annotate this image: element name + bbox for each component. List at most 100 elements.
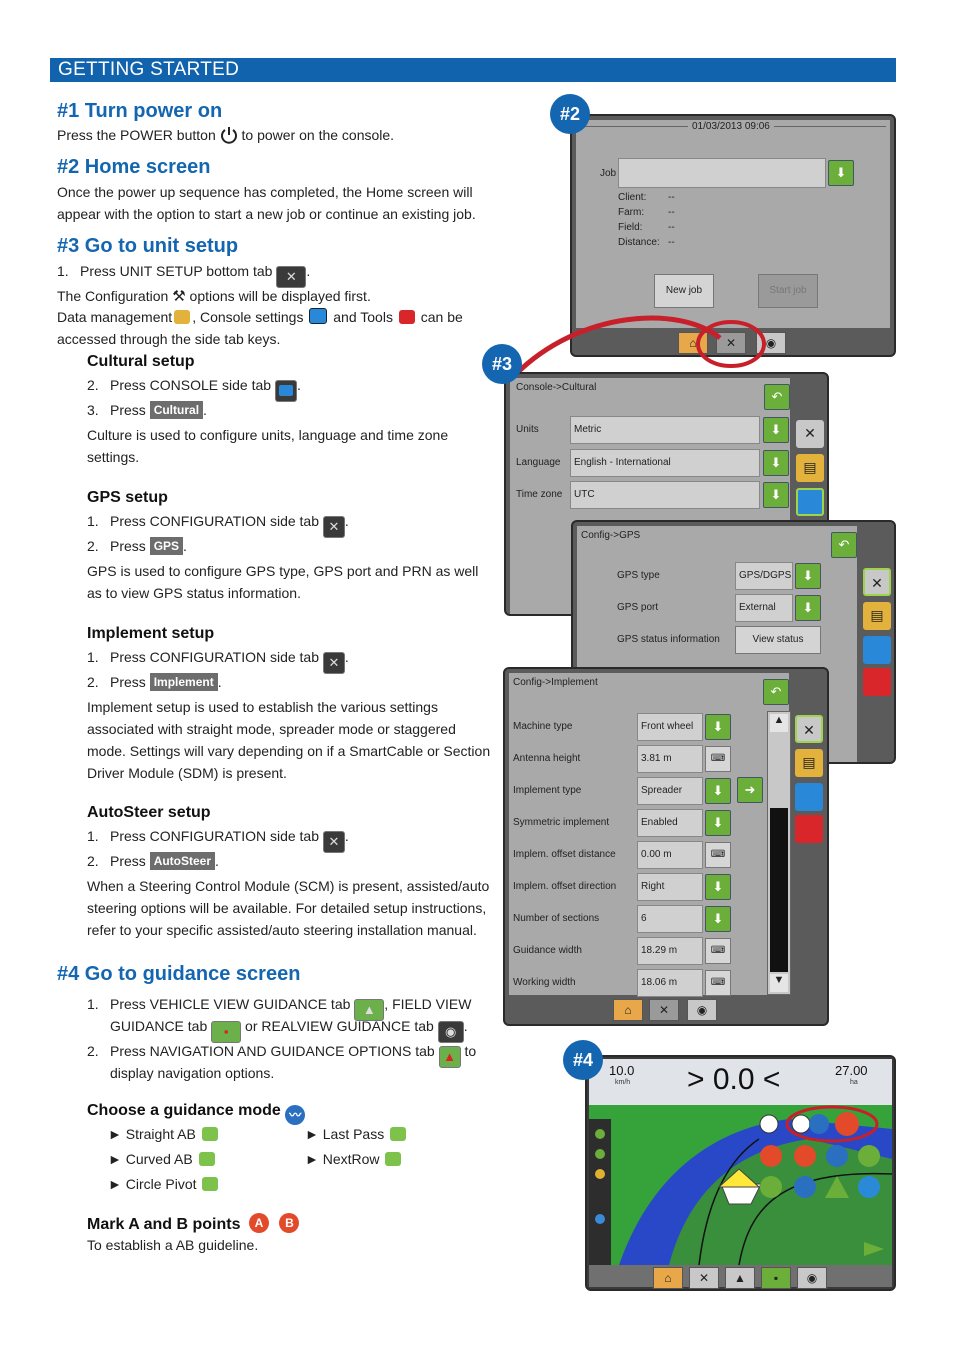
scroll-thumb[interactable] (770, 808, 788, 972)
impl-row-label: Antenna height (513, 753, 581, 764)
impl-row-value[interactable]: 3.81 m (637, 745, 703, 773)
gps-port-dropdown[interactable]: ⬇ (795, 595, 821, 621)
realview-tab[interactable]: ◉ (797, 1267, 827, 1289)
field-label: Field: (618, 222, 643, 233)
language-dropdown[interactable]: ⬇ (763, 450, 789, 476)
back-button[interactable]: ↶ (764, 384, 790, 410)
start-job-button[interactable]: Start job (758, 274, 818, 308)
units-dropdown[interactable]: ⬇ (763, 417, 789, 443)
scroll-down-button[interactable]: ▼ (770, 974, 788, 992)
dropdown-button[interactable]: ⬇ (705, 714, 731, 740)
realview-icon: ◉ (437, 1021, 464, 1043)
timezone-field[interactable]: UTC (570, 481, 760, 509)
mark-b-icon: B (279, 1213, 300, 1233)
units-field[interactable]: Metric (570, 416, 760, 444)
gps-title: GPS setup (87, 489, 168, 506)
timezone-dropdown[interactable]: ⬇ (763, 482, 789, 508)
job-dropdown-button[interactable]: ⬇ (828, 160, 854, 186)
back-button[interactable]: ↶ (831, 532, 857, 558)
gps-port-field[interactable]: External (735, 594, 793, 622)
implement-type-next[interactable]: ➜ (737, 777, 763, 803)
view-status-button[interactable]: View status (735, 626, 821, 654)
impl-row-value[interactable]: Enabled (637, 809, 703, 837)
unit-setup-tab[interactable]: ✕ (649, 999, 679, 1021)
impl-row-label: Machine type (513, 721, 573, 732)
realview-tab[interactable]: ◉ (687, 999, 717, 1021)
nextrow-icon (385, 1152, 402, 1166)
step-badge-3: #3 (482, 344, 522, 384)
gps-status-label: GPS status information (617, 634, 720, 645)
impl-row-value[interactable]: 18.06 m (637, 969, 703, 997)
tools-side-tab[interactable] (795, 815, 823, 843)
straight-ab-icon (201, 1127, 218, 1141)
gps-type-label: GPS type (617, 570, 660, 581)
area-unit: ha (850, 1079, 858, 1086)
autosteer-tag: AutoSteer (149, 852, 216, 870)
impl-row-label: Symmetric implement (513, 817, 610, 828)
data-side-tab[interactable]: ▤ (863, 602, 891, 630)
data-side-tab[interactable]: ▤ (795, 749, 823, 777)
vehicle-view-tab[interactable]: ▲ (725, 1267, 755, 1289)
back-button[interactable]: ↶ (763, 679, 789, 705)
language-label: Language (516, 457, 561, 468)
dropdown-button[interactable]: ⬇ (705, 810, 731, 836)
job-field[interactable] (618, 158, 826, 188)
impl-row-value[interactable]: 0.00 m (637, 841, 703, 869)
new-job-button[interactable]: New job (654, 274, 714, 308)
last-pass-icon (390, 1127, 407, 1141)
gps-desc-1: GPS is used to configure GPS type, GPS p… (87, 563, 479, 579)
ab-title: Mark A and B points A B (87, 1213, 300, 1234)
area-value: 27.00 (835, 1063, 868, 1078)
implement-desc-2: associated with straight mode, spreader … (87, 721, 456, 737)
impl-row-value[interactable]: Spreader (637, 777, 703, 805)
configuration-side-tab[interactable]: ✕ (796, 420, 824, 448)
guidance-step-2a: 2.Press NAVIGATION AND GUIDANCE OPTIONS … (87, 1040, 476, 1068)
configuration-icon: ✕ (322, 516, 345, 538)
home-tab[interactable]: ⌂ (653, 1267, 683, 1289)
access-line: accessed through the side tab keys. (57, 331, 281, 347)
keyboard-icon[interactable]: ⌨ (705, 746, 731, 772)
dropdown-button[interactable]: ⬇ (705, 778, 731, 804)
step-badge-2: #2 (550, 94, 590, 134)
configuration-side-tab[interactable]: ✕ (863, 568, 891, 596)
keyboard-icon[interactable]: ⌨ (705, 970, 731, 996)
mode-nextrow: ► NextRow (305, 1148, 403, 1170)
language-field[interactable]: English - International (570, 449, 760, 477)
mode-last-pass: ► Last Pass (305, 1123, 408, 1145)
navigation-options-icon: ▲ (438, 1046, 461, 1068)
console-side-tab[interactable] (795, 783, 823, 811)
keyboard-icon[interactable]: ⌨ (705, 842, 731, 868)
dropdown-button[interactable]: ⬇ (705, 874, 731, 900)
data-side-tab[interactable]: ▤ (796, 454, 824, 482)
impl-row-value[interactable]: Right (637, 873, 703, 901)
gps-desc-2: as to view GPS status information. (87, 585, 301, 601)
console-tab-icon (274, 380, 297, 402)
keyboard-icon[interactable]: ⌨ (705, 938, 731, 964)
scrollbar[interactable]: ▲ ▼ (767, 711, 791, 995)
autosteer-desc-1: When a Steering Control Module (SCM) is … (87, 878, 490, 894)
distance-value: -- (668, 237, 675, 248)
field-view-tab[interactable]: ▪ (761, 1267, 791, 1289)
implement-step-2: 2.Press Implement. (87, 673, 222, 691)
dropdown-button[interactable]: ⬇ (705, 906, 731, 932)
client-value: -- (668, 192, 675, 203)
console-side-tab[interactable] (863, 636, 891, 664)
impl-row-value[interactable]: 18.29 m (637, 937, 703, 965)
gps-type-field[interactable]: GPS/DGPS (735, 562, 793, 590)
unit-setup-tab[interactable]: ✕ (716, 332, 746, 354)
configuration-side-tab[interactable]: ✕ (795, 715, 823, 743)
scroll-up-button[interactable]: ▲ (770, 714, 788, 732)
heading-power: #1 Turn power on (57, 100, 223, 122)
home-tab[interactable]: ⌂ (613, 999, 643, 1021)
impl-row-value[interactable]: Front wheel (637, 713, 703, 741)
cross-track-value: > 0.0 < (687, 1063, 781, 1096)
section-header: GETTING STARTED (50, 58, 896, 82)
autosteer-step-1: 1.Press CONFIGURATION side tab ✕. (87, 825, 349, 853)
impl-row-label: Implem. offset distance (513, 849, 616, 860)
tools-side-tab[interactable] (863, 668, 891, 696)
gps-type-dropdown[interactable]: ⬇ (795, 563, 821, 589)
console-side-tab[interactable] (796, 488, 824, 516)
unit-setup-tab[interactable]: ✕ (689, 1267, 719, 1289)
impl-row-value[interactable]: 6 (637, 905, 703, 933)
implement-title: Implement setup (87, 625, 215, 642)
